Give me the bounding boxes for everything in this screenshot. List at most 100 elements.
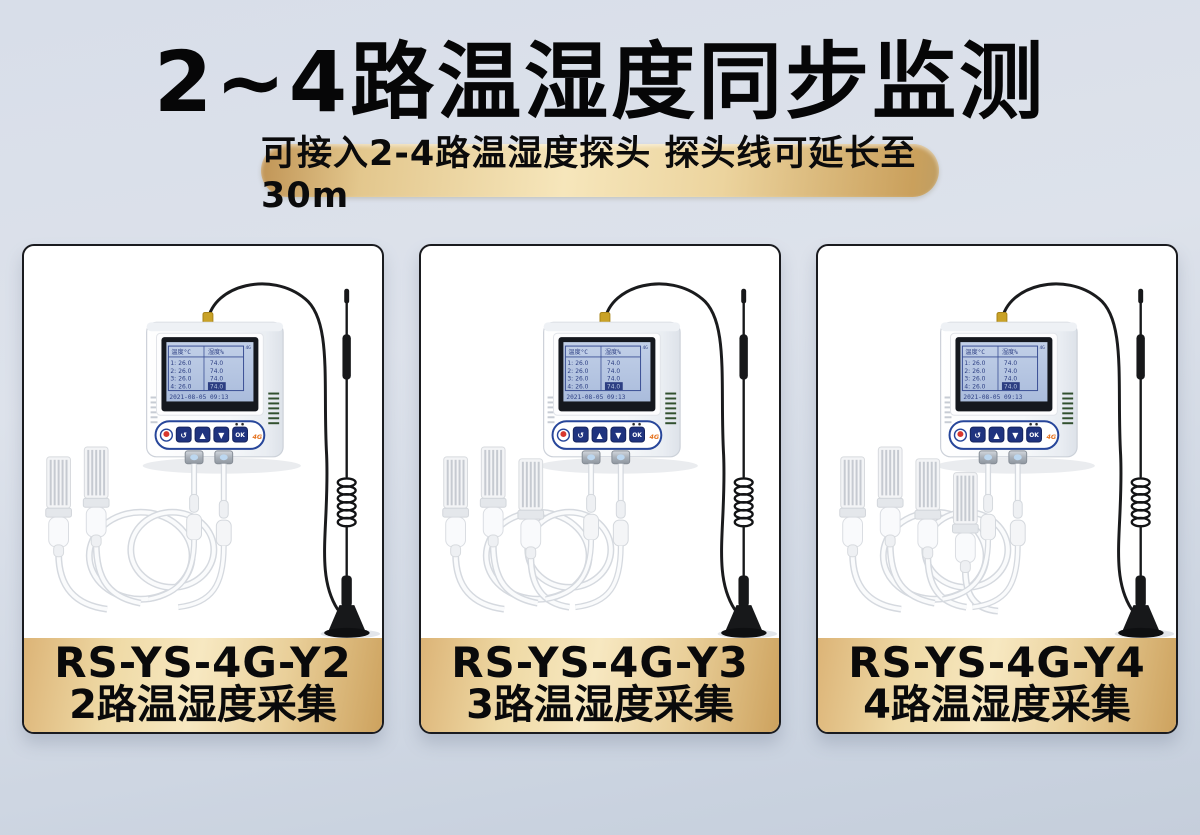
- device-body: 温度°C 湿度% 4G 1: 26.0 74.0 2: 26.0 74.0 3:…: [543, 311, 681, 464]
- lcd-row-temp: 26.0: [178, 375, 191, 382]
- lcd-row-ch: 4:: [170, 383, 176, 390]
- button-back-glyph: ↺: [974, 431, 981, 440]
- product-label-y3: RS-YS-4G-Y3 3路温湿度采集: [421, 637, 779, 732]
- product-photo-y2: 温度°C 湿度% 4G 1: 26.0 74.0 2: 26.0 74.0 3:…: [24, 246, 382, 638]
- lcd-row-hum: 74.0: [607, 367, 620, 374]
- button-down: [610, 426, 627, 443]
- lcd-row-temp: 26.0: [178, 359, 191, 366]
- indicator-dot: [235, 422, 238, 426]
- product-model: RS-YS-4G-Y2: [54, 637, 352, 687]
- indicator-dot: [1035, 422, 1038, 426]
- antenna-cable: [603, 282, 736, 611]
- device-cables: [148, 463, 232, 610]
- lcd-row-hum: 74.0: [210, 383, 223, 390]
- button-back-glyph: ↺: [577, 431, 584, 440]
- control-panel: ↺ ▲ ▼ OK 4G: [551, 419, 663, 450]
- lcd-row-hum: 74.0: [607, 359, 620, 366]
- lcd-row-hum: 74.0: [210, 359, 223, 366]
- probe-1: [839, 455, 902, 613]
- product-cards: 温度°C 湿度% 4G 1: 26.0 74.0 2: 26.0 74.0 3:…: [0, 243, 1200, 734]
- lcd-row-temp: 26.0: [178, 367, 191, 374]
- button-down-glyph: ▼: [1012, 431, 1019, 440]
- indicator-dot: [638, 422, 641, 426]
- lcd-row-hum: 74.0: [1004, 383, 1017, 390]
- button-up: [591, 426, 608, 443]
- badge-4g: 4G: [1046, 433, 1056, 441]
- antenna: [721, 288, 767, 638]
- product-photo-y4: 温度°C 湿度% 4G 1: 26.0 74.0 2: 26.0 74.0 3:…: [818, 246, 1176, 638]
- lcd-col-hum: 湿度%: [208, 348, 224, 356]
- device-cables: [545, 463, 629, 610]
- control-panel: ↺ ▲ ▼ OK 4G: [948, 419, 1060, 450]
- lcd-row-hum: 74.0: [210, 367, 223, 374]
- lcd-screen: 温度°C 湿度% 4G 1: 26.0 74.0 2: 26.0 74.0 3:…: [156, 332, 264, 416]
- probe-connector-left: [581, 449, 601, 464]
- antenna-cable: [1000, 282, 1133, 611]
- button-up: [988, 426, 1005, 443]
- button-up-glyph: ▲: [199, 431, 206, 440]
- lcd-highlight-cell: [604, 381, 623, 390]
- antenna: [1118, 288, 1164, 638]
- lcd-row-hum: 74.0: [1004, 375, 1017, 382]
- lcd-row-temp: 26.0: [972, 359, 985, 366]
- indicator-dot: [241, 422, 244, 426]
- probe-2: [876, 446, 936, 607]
- button-back-glyph: ↺: [180, 431, 187, 440]
- device-body: 温度°C 湿度% 4G 1: 26.0 74.0 2: 26.0 74.0 3:…: [940, 311, 1078, 464]
- badge-4g: 4G: [649, 433, 659, 441]
- lcd-col-hum: 湿度%: [1002, 348, 1018, 356]
- product-label-y2: RS-YS-4G-Y2 2路温湿度采集: [24, 637, 382, 732]
- antenna-coil: [733, 476, 754, 528]
- probe-3: [517, 457, 570, 611]
- indicator-dot: [632, 422, 635, 426]
- lcd-row-hum: 74.0: [210, 375, 223, 382]
- subtitle-text: 可接入2-4路温湿度探头 探头线可延长至30m: [261, 133, 917, 216]
- lcd-row-ch: 2:: [567, 367, 573, 374]
- product-model: RS-YS-4G-Y4: [848, 637, 1146, 687]
- right-vent: [1062, 392, 1074, 424]
- probe-1: [442, 455, 505, 613]
- probe-3: [914, 457, 967, 611]
- lcd-row-ch: 3:: [567, 375, 573, 382]
- antenna-cable: [206, 282, 339, 611]
- probe-2: [479, 446, 539, 607]
- lcd-row-temp: 26.0: [972, 375, 985, 382]
- button-up-glyph: ▲: [993, 431, 1000, 440]
- lcd-datetime: 2021-08-05 09:13: [963, 394, 1022, 401]
- lcd-row-ch: 2:: [170, 367, 176, 374]
- lcd-row-hum: 74.0: [607, 383, 620, 390]
- button-back: [969, 426, 986, 443]
- probe-1: [45, 455, 108, 613]
- subtitle-badge: 可接入2-4路温湿度探头 探头线可延长至30m: [261, 134, 939, 216]
- product-card-y4: 温度°C 湿度% 4G 1: 26.0 74.0 2: 26.0 74.0 3:…: [816, 243, 1178, 734]
- button-down-glyph: ▼: [218, 431, 225, 440]
- lcd-datetime: 2021-08-05 09:13: [169, 394, 228, 401]
- button-ok: [1026, 426, 1042, 443]
- lcd-row-hum: 74.0: [607, 375, 620, 382]
- product-model: RS-YS-4G-Y3: [451, 637, 749, 687]
- button-up-glyph: ▲: [596, 431, 603, 440]
- antenna: [324, 288, 370, 638]
- lcd-screen: 温度°C 湿度% 4G 1: 26.0 74.0 2: 26.0 74.0 3:…: [950, 332, 1058, 416]
- lcd-row-ch: 4:: [964, 383, 970, 390]
- antenna-base: [724, 604, 764, 635]
- lcd-row-temp: 26.0: [575, 375, 588, 382]
- probe-connector-left: [184, 449, 204, 464]
- button-ok-glyph: OK: [632, 432, 642, 439]
- lcd-row-hum: 74.0: [1004, 359, 1017, 366]
- button-down: [1007, 426, 1024, 443]
- lcd-datetime: 2021-08-05 09:13: [566, 394, 625, 401]
- page-title: 2~4路温湿度同步监测: [153, 33, 1047, 131]
- lcd-row-ch: 4:: [567, 383, 573, 390]
- lcd-row-temp: 26.0: [972, 383, 985, 390]
- lcd-row-ch: 2:: [964, 367, 970, 374]
- button-ok-glyph: OK: [235, 432, 245, 439]
- button-ok-glyph: OK: [1029, 432, 1039, 439]
- lcd-col-hum: 湿度%: [605, 348, 621, 356]
- lcd-row-ch: 1:: [567, 359, 573, 366]
- lcd-row-ch: 3:: [964, 375, 970, 382]
- probe-2: [82, 446, 142, 607]
- lcd-row-temp: 26.0: [575, 383, 588, 390]
- product-desc: 2路温湿度采集: [69, 682, 337, 729]
- button-down-glyph: ▼: [615, 431, 622, 440]
